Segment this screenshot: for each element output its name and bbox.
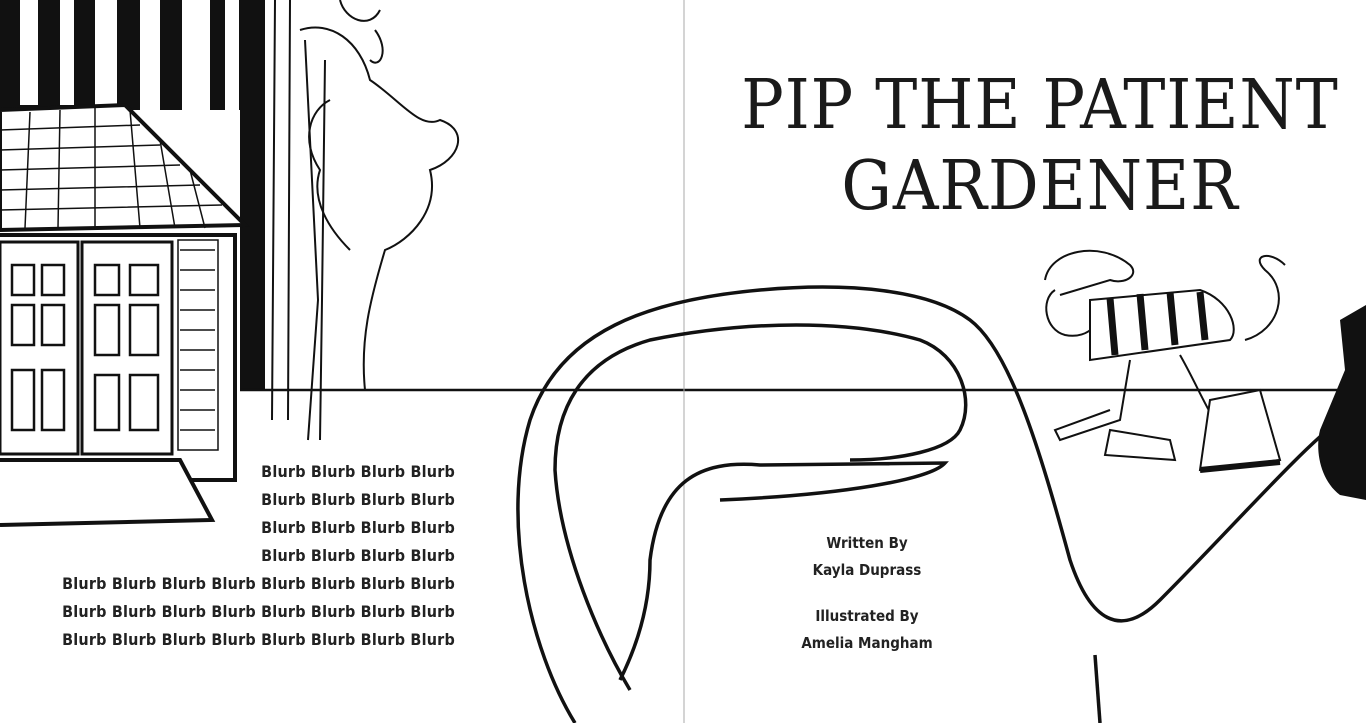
blurb-line: Blurb Blurb Blurb Blurb bbox=[261, 546, 455, 565]
blurb-line: Blurb Blurb Blurb Blurb Blurb Blurb Blur… bbox=[62, 574, 455, 593]
book-title-line-1: PIP THE PATIENT bbox=[741, 66, 1339, 145]
shed bbox=[0, 102, 250, 527]
forest-background bbox=[0, 0, 265, 390]
illustrated-by-label: Illustrated By bbox=[815, 607, 919, 625]
back-cover-blurb: Blurb Blurb Blurb Blurb Blurb Blurb Blur… bbox=[62, 458, 455, 654]
blurb-line: Blurb Blurb Blurb Blurb bbox=[261, 490, 455, 509]
blurb-line: Blurb Blurb Blurb Blurb bbox=[261, 518, 455, 537]
illustrator-name: Amelia Mangham bbox=[801, 634, 933, 652]
trees bbox=[271, 0, 460, 441]
boot-silhouette bbox=[1318, 305, 1366, 500]
book-title-line-2: GARDENER bbox=[841, 147, 1239, 226]
written-by-label: Written By bbox=[826, 534, 908, 552]
watering-can bbox=[516, 285, 1342, 723]
pip-cat-character bbox=[1044, 249, 1286, 473]
author-name: Kayla Duprass bbox=[812, 561, 922, 579]
credits: Written By Kayla Duprass Illustrated By … bbox=[767, 530, 967, 657]
blurb-line: Blurb Blurb Blurb Blurb bbox=[261, 462, 455, 481]
blurb-line: Blurb Blurb Blurb Blurb Blurb Blurb Blur… bbox=[62, 630, 455, 649]
blurb-line: Blurb Blurb Blurb Blurb Blurb Blurb Blur… bbox=[62, 602, 455, 621]
